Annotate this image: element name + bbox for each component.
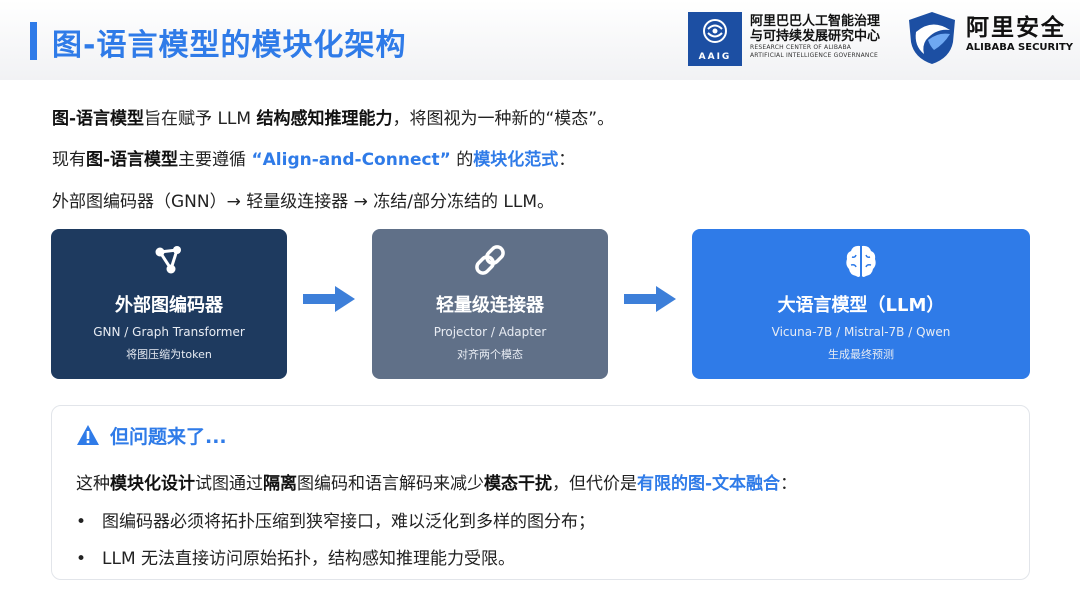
card-subtitle: Projector / Adapter: [433, 325, 547, 339]
intro-text: 旨在赋予 LLM: [144, 109, 257, 129]
intro-line-1: 图-语言模型旨在赋予 LLM 结构感知推理能力，将图视为一种新的“模态”。: [52, 104, 614, 129]
problem-text: 图编码和语言解码来减少: [297, 474, 484, 494]
warning-icon: [77, 425, 99, 445]
problem-text: ：: [780, 474, 798, 494]
problem-bold: 模态干扰: [484, 474, 552, 494]
aaig-logo: AAIG: [688, 12, 742, 66]
bullet-text: LLM 无法直接访问原始拓扑，结构感知推理能力受限。: [102, 549, 516, 569]
problem-text: 这种: [76, 474, 110, 494]
link-icon: [475, 245, 505, 275]
bullet-item: • LLM 无法直接访问原始拓扑，结构感知推理能力受限。: [76, 544, 515, 569]
brain-icon: [846, 245, 876, 277]
intro-text: ，将图视为一种新的“模态”。: [392, 109, 615, 129]
alibaba-security-shield-icon: [909, 12, 955, 64]
aaig-cn-line2: 与可持续发展研究中心: [750, 29, 881, 44]
bullet-dot: •: [76, 549, 87, 569]
intro-text: 的: [450, 150, 474, 170]
card-description: 将图压缩为token: [126, 348, 212, 361]
card-subtitle: Vicuna-7B / Mistral-7B / Qwen: [771, 325, 951, 339]
problem-statement: 这种模块化设计试图通过隔离图编码和语言解码来减少模态干扰，但代价是有限的图-文本…: [76, 469, 797, 494]
problem-title: 但问题来了...: [110, 426, 227, 448]
llm-card: 大语言模型（LLM） Vicuna-7B / Mistral-7B / Qwen…: [692, 229, 1030, 379]
intro-text: 主要遵循: [178, 150, 252, 170]
graph-encoder-card: 外部图编码器 GNN / Graph Transformer 将图压缩为toke…: [51, 229, 287, 379]
intro-line-2: 现有图-语言模型主要遵循 “Align-and-Connect” 的模块化范式：: [52, 145, 575, 170]
intro-highlight: 模块化范式: [473, 150, 559, 170]
card-description: 对齐两个模态: [457, 348, 523, 361]
slide-title: 图-语言模型的模块化架构: [52, 28, 407, 63]
aaig-emblem-icon: [703, 19, 727, 43]
intro-text: 现有: [52, 150, 86, 170]
card-subtitle: GNN / Graph Transformer: [93, 325, 245, 339]
title-accent-bar: [30, 22, 37, 60]
problem-bold: 隔离: [263, 474, 297, 494]
problem-highlight: 有限的图-文本融合: [637, 474, 781, 494]
intro-highlight: “Align-and-Connect”: [251, 150, 451, 170]
card-title: 外部图编码器: [115, 295, 223, 316]
intro-bold: 图-语言模型: [86, 150, 179, 170]
bullet-item: • 图编码器必须将拓扑压缩到狭窄接口，难以泛化到多样的图分布；: [76, 507, 595, 532]
header-bar: 图-语言模型的模块化架构 AAIG 阿里巴巴人工智能治理 与可持续发展研究中心 …: [0, 0, 1080, 80]
card-title: 轻量级连接器: [436, 295, 544, 316]
card-title: 大语言模型（LLM）: [777, 295, 945, 316]
problem-bold: 模块化设计: [110, 474, 195, 494]
intro-line-3: 外部图编码器（GNN）→ 轻量级连接器 → 冻结/部分冻结的 LLM。: [52, 192, 555, 212]
problem-text: 试图通过: [195, 474, 263, 494]
connector-card: 轻量级连接器 Projector / Adapter 对齐两个模态: [372, 229, 608, 379]
intro-text: ：: [558, 150, 576, 170]
problem-text: ，但代价是: [552, 474, 637, 494]
graph-node-icon: [155, 246, 181, 274]
arrow-right-icon: [624, 286, 676, 312]
intro-bold: 结构感知推理能力: [256, 109, 393, 129]
alibaba-security-text: 阿里安全 ALIBABA SECURITY: [966, 14, 1073, 54]
aaig-en-line1: RESEARCH CENTER OF ALIBABA: [750, 44, 852, 51]
bullet-text: 图编码器必须将拓扑压缩到狭窄接口，难以泛化到多样的图分布；: [102, 512, 595, 532]
aaig-cn-line1: 阿里巴巴人工智能治理: [750, 14, 881, 29]
aaig-abbr: AAIG: [698, 52, 732, 62]
bullet-dot: •: [76, 512, 87, 532]
security-en: ALIBABA SECURITY: [966, 42, 1074, 53]
intro-bold: 图-语言模型: [52, 109, 145, 129]
aaig-en-line2: ARTIFICIAL INTELLIGENCE GOVERNANCE: [750, 52, 878, 59]
aaig-text: 阿里巴巴人工智能治理 与可持续发展研究中心 RESEARCH CENTER OF…: [750, 14, 900, 60]
problem-box: 但问题来了... 这种模块化设计试图通过隔离图编码和语言解码来减少模态干扰，但代…: [51, 405, 1030, 580]
arrow-right-icon: [303, 286, 355, 312]
security-cn: 阿里安全: [966, 15, 1066, 41]
card-description: 生成最终预测: [828, 348, 894, 361]
